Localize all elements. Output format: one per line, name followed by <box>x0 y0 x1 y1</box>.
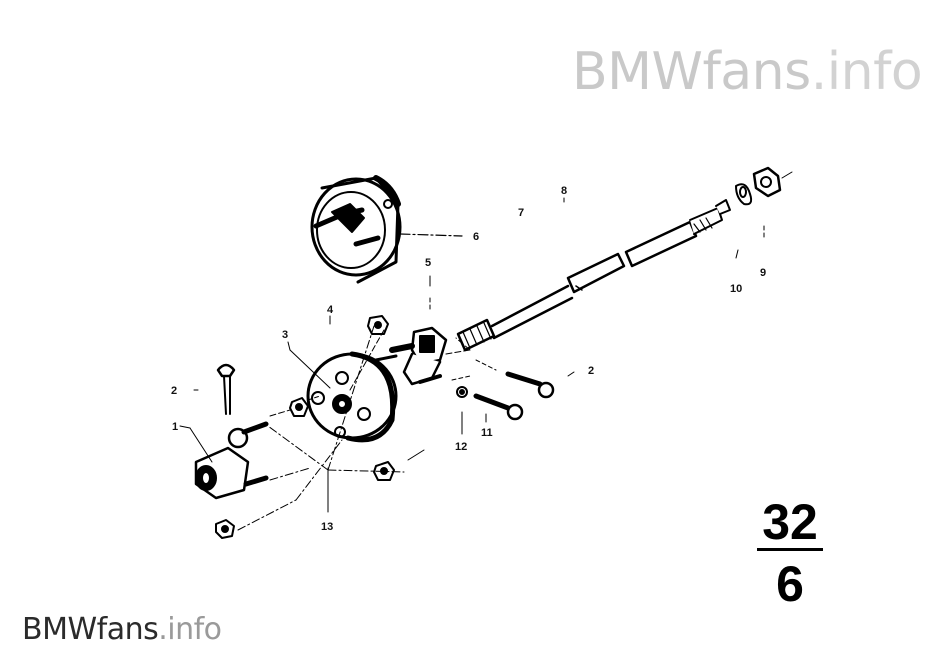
callout-13: 13 <box>321 521 333 533</box>
leader-lines <box>179 197 575 531</box>
part-nut-bottom <box>215 519 235 539</box>
callout-4: 4 <box>327 304 334 316</box>
callout-1: 1 <box>172 421 178 433</box>
watermark-top: BMWfans.info <box>572 42 923 102</box>
callout-8: 8 <box>561 185 567 197</box>
part-nut-upper <box>367 315 389 335</box>
part-10-lock-washer <box>735 183 753 206</box>
callout-6: 6 <box>473 231 479 243</box>
group-number-sub: 6 <box>776 556 804 612</box>
watermark-top-suffix: .info <box>810 42 923 102</box>
group-number-main: 32 <box>762 494 818 550</box>
callout-5: 5 <box>425 257 431 269</box>
watermark-bottom-brand: BMWfans <box>22 612 159 647</box>
part-2-bolt-right <box>505 371 555 399</box>
group-number-divider <box>757 548 823 551</box>
part-9-nut <box>752 166 782 198</box>
watermark-bottom: BMWfans.info <box>22 612 222 647</box>
watermark-bottom-suffix: .info <box>158 612 222 647</box>
part-5-clamp-joint <box>374 326 448 386</box>
part-2-bolt-left <box>216 363 236 415</box>
callout-3: 3 <box>282 329 288 341</box>
callout-7: 7 <box>518 207 524 219</box>
callout-2-right: 2 <box>588 365 594 377</box>
part-7-steering-shaft <box>456 199 731 352</box>
callout-11: 11 <box>481 427 493 439</box>
callout-12: 12 <box>455 441 467 453</box>
part-1-lower-clamp <box>194 421 269 500</box>
part-12-washer <box>456 386 468 398</box>
watermark-top-brand: BMWfans <box>572 42 811 102</box>
part-6-cover-bowl <box>310 175 402 284</box>
part-4-flex-disc <box>306 351 398 443</box>
callout-2-left: 2 <box>171 385 177 397</box>
part-11-bolt <box>473 393 524 421</box>
callout-9: 9 <box>760 267 766 279</box>
part-3-nut <box>289 397 309 417</box>
callout-10: 10 <box>730 283 742 295</box>
